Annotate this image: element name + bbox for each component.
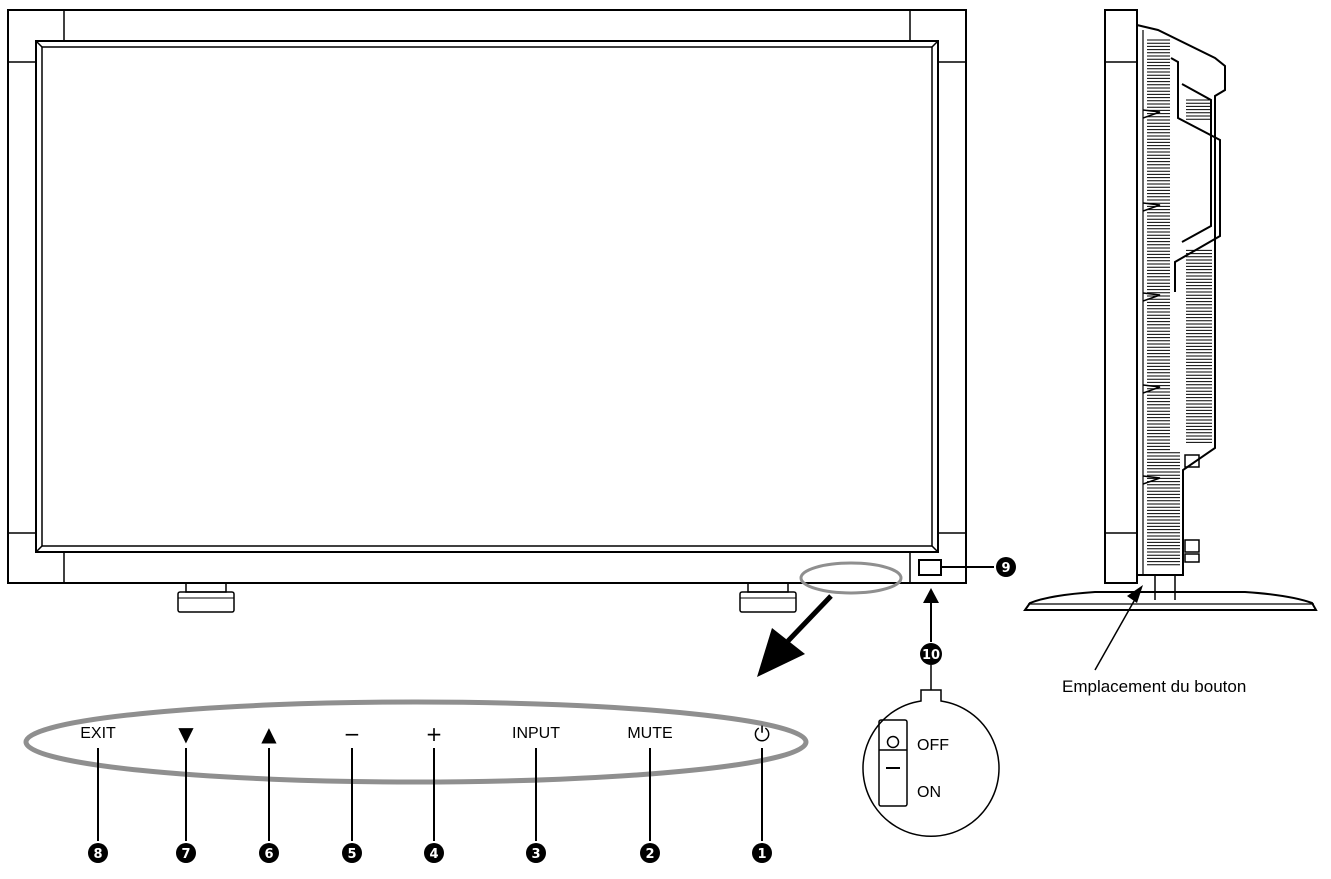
button-down[interactable]: ▼7 bbox=[176, 722, 196, 863]
main-power-switch-detail: OFF ON bbox=[862, 689, 1000, 838]
exit-button-label: EXIT bbox=[80, 725, 116, 742]
callout-9: 9 bbox=[941, 557, 1016, 577]
power-icon: ⏻ bbox=[754, 722, 770, 746]
callout-number-up: 6 bbox=[264, 847, 273, 862]
callout-number-exit: 8 bbox=[93, 847, 102, 862]
callout-badge-down bbox=[176, 843, 196, 863]
down-icon: ▼ bbox=[178, 722, 194, 746]
button-plus[interactable]: +4 bbox=[424, 722, 444, 863]
side-stand-base bbox=[1023, 591, 1318, 611]
minus-icon: − bbox=[344, 722, 361, 746]
button-location-caption: Emplacement du bouton bbox=[1062, 677, 1246, 696]
callout-number-mute: 2 bbox=[645, 847, 654, 862]
control-area-highlight bbox=[799, 561, 903, 595]
mute-button-label: MUTE bbox=[627, 725, 672, 742]
callout-number-down: 7 bbox=[181, 847, 190, 862]
callout-badge-exit bbox=[88, 843, 108, 863]
side-vents bbox=[1147, 39, 1212, 566]
side-rear-body bbox=[1136, 23, 1226, 576]
monitor-front bbox=[7, 9, 967, 613]
monitor-screen bbox=[41, 46, 933, 547]
monitor-bezel bbox=[35, 40, 939, 553]
callout-badge-minus bbox=[342, 843, 362, 863]
input-button-label: INPUT bbox=[512, 725, 560, 742]
switch-callout-bubble bbox=[862, 689, 1000, 838]
button-mute[interactable]: MUTE 2 bbox=[627, 725, 673, 863]
side-bezel bbox=[1104, 9, 1138, 584]
button-power[interactable]: ⏻1 bbox=[752, 722, 772, 863]
right-foot bbox=[739, 582, 797, 613]
plus-icon: + bbox=[426, 722, 443, 746]
callout-badge-up bbox=[259, 843, 279, 863]
callout-10: 10 bbox=[920, 588, 942, 690]
monitor-side: Emplacement du bouton bbox=[1023, 9, 1318, 696]
left-foot bbox=[177, 582, 235, 613]
up-arrow-icon bbox=[923, 588, 939, 603]
callout-badge-plus bbox=[424, 843, 444, 863]
switch-off-label: OFF bbox=[917, 737, 949, 754]
switch-on-label: ON bbox=[917, 784, 941, 801]
callout-badge-power bbox=[752, 843, 772, 863]
switch-off-symbol bbox=[886, 735, 900, 749]
monitor-outer-frame bbox=[7, 9, 967, 584]
button-location-arrow-icon bbox=[1127, 585, 1143, 603]
up-icon: ▲ bbox=[261, 722, 277, 746]
remote-sensor bbox=[918, 559, 942, 576]
callout-badge-mute bbox=[640, 843, 660, 863]
callout-10-number: 10 bbox=[922, 648, 940, 663]
button-exit[interactable]: EXIT 8 bbox=[80, 725, 116, 863]
callout-number-power: 1 bbox=[757, 847, 766, 862]
callout-number-input: 3 bbox=[531, 847, 540, 862]
control-panel-ellipse bbox=[23, 699, 809, 785]
callout-9-number: 9 bbox=[1001, 561, 1010, 576]
callout-number-plus: 4 bbox=[429, 847, 438, 862]
magnify-arrow bbox=[757, 594, 833, 677]
callout-badge-input bbox=[526, 843, 546, 863]
button-input[interactable]: INPUT 3 bbox=[512, 725, 560, 863]
side-handle bbox=[1170, 57, 1221, 292]
button-minus[interactable]: −5 bbox=[342, 722, 362, 863]
button-up[interactable]: ▲6 bbox=[259, 722, 279, 863]
rocker-switch[interactable] bbox=[878, 719, 908, 807]
callout-number-minus: 5 bbox=[347, 847, 356, 862]
